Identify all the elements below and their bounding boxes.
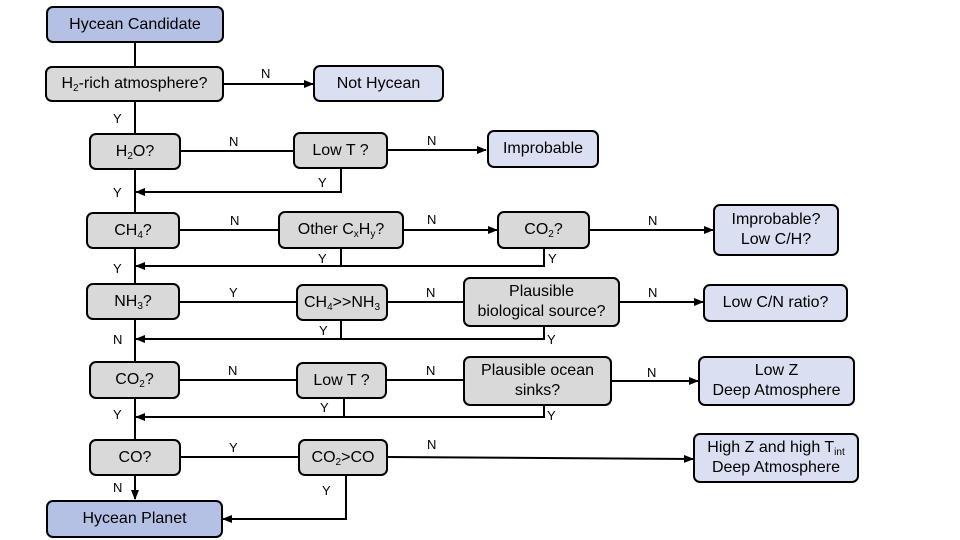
label-y: Y	[322, 483, 331, 498]
label-n: N	[113, 332, 123, 347]
label-n: N	[229, 134, 239, 149]
label-y: Y	[113, 407, 122, 422]
label-n: N	[426, 363, 436, 378]
node-improbable-low-ch: Improbable? Low C/H?	[713, 204, 839, 256]
node-co: CO?	[89, 439, 181, 476]
label-n: N	[427, 212, 437, 227]
label-y: Y	[547, 408, 556, 423]
label-y: Y	[113, 261, 122, 276]
node-high-z-high-tint: High Z and high Tint Deep Atmosphere	[693, 433, 859, 483]
node-low-cn-ratio: Low C/N ratio?	[703, 284, 848, 322]
node-co2-gt-co: CO2>CO	[298, 439, 388, 476]
label-y: Y	[318, 251, 327, 266]
arrow-co2-return	[135, 249, 545, 270]
label-y: Y	[320, 400, 329, 415]
node-ch4-gg-nh3: CH4>>NH3	[296, 284, 388, 321]
label-n: N	[427, 133, 437, 148]
node-nh3: NH3?	[86, 283, 180, 320]
arrow-co2co-highz	[387, 454, 694, 463]
node-ch4: CH4?	[86, 212, 180, 249]
label-n: N	[427, 437, 437, 452]
label-y: Y	[229, 285, 238, 300]
label-y: Y	[113, 185, 122, 200]
label-y: Y	[318, 175, 327, 190]
label-n: N	[426, 285, 436, 300]
label-n: N	[648, 213, 658, 228]
node-low-t-1: Low T ?	[293, 132, 388, 169]
arrow-co2co-end	[222, 475, 347, 523]
node-h2-rich-atmosphere: H2-rich atmosphere?	[45, 66, 224, 102]
node-co2-b: CO2?	[89, 361, 180, 399]
label-n: N	[113, 480, 123, 495]
label-y: Y	[319, 323, 328, 338]
node-co2-a: CO2?	[497, 211, 590, 249]
node-biological-source: Plausible biological source?	[463, 277, 620, 327]
label-y: Y	[548, 251, 557, 266]
node-low-t-2: Low T ?	[296, 362, 387, 399]
node-other-cxhy: Other CxHy?	[278, 211, 404, 249]
label-n: N	[228, 363, 238, 378]
node-hycean-candidate: Hycean Candidate	[46, 6, 224, 43]
label-n: N	[647, 365, 657, 380]
label-n: N	[648, 285, 658, 300]
label-y: Y	[547, 332, 556, 347]
label-n: N	[261, 66, 271, 81]
node-low-z-deep-atmosphere: Low Z Deep Atmosphere	[698, 356, 855, 406]
node-h2o: H2O?	[89, 133, 181, 170]
node-hycean-planet: Hycean Planet	[46, 500, 223, 538]
node-ocean-sinks: Plausible ocean sinks?	[463, 356, 612, 406]
node-not-hycean: Not Hycean	[313, 65, 444, 102]
label-y: Y	[113, 111, 122, 126]
label-y: Y	[229, 440, 238, 455]
node-improbable: Improbable	[487, 130, 599, 168]
arrow-ocean-return	[135, 406, 545, 421]
label-n: N	[230, 213, 240, 228]
arrow-lowt-return	[135, 169, 342, 196]
arrow-bio-return	[135, 326, 545, 343]
